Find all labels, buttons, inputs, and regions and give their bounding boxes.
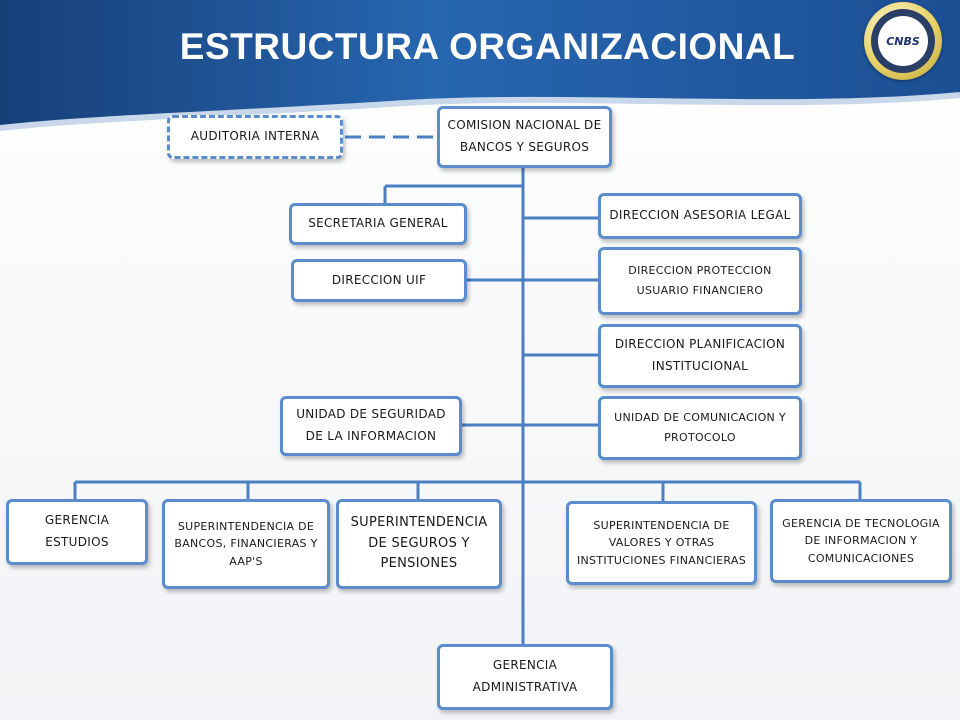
node-label: DIRECCION PROTECCION USUARIO FINANCIERO — [628, 261, 771, 301]
node-label: GERENCIA ESTUDIOS — [45, 510, 109, 553]
node-label-line: COMUNICACIONES — [807, 551, 915, 565]
node-label: DIRECCION ASESORIA LEGAL — [609, 205, 790, 227]
node-label-line: SECRETARIA GENERAL — [308, 216, 448, 231]
node-label-line: SUPERINTENDENCIA DE — [177, 519, 315, 533]
node-label-line: INSTITUCIONAL — [651, 359, 749, 373]
node-unidad-comunicacion-protocolo: UNIDAD DE COMUNICACION Y PROTOCOLO — [598, 396, 802, 460]
node-direccion-proteccion-usuario: DIRECCION PROTECCION USUARIO FINANCIERO — [598, 247, 802, 315]
node-label-line: SUPERINTENDENCIA — [350, 514, 488, 530]
node-label-line: DIRECCION UIF — [331, 272, 427, 287]
node-label-line: AAP'S — [229, 554, 263, 568]
node-direccion-asesoria-legal: DIRECCION ASESORIA LEGAL — [598, 193, 802, 239]
header-edge-highlight — [0, 92, 960, 131]
header-banner — [0, 0, 960, 128]
node-superintendencia-seguros: SUPERINTENDENCIA DE SEGUROS Y PENSIONES — [336, 499, 502, 589]
node-direccion-planificacion: DIRECCION PLANIFICACION INSTITUCIONAL — [598, 324, 802, 388]
node-label-line: DIRECCION ASESORIA LEGAL — [609, 208, 791, 223]
node-label: DIRECCION UIF — [332, 270, 426, 292]
node-label-line: GERENCIA DE TECNOLOGIA — [782, 516, 940, 530]
node-label: UNIDAD DE SEGURIDAD DE LA INFORMACION — [296, 404, 446, 447]
node-label: SUPERINTENDENCIA DE BANCOS, FINANCIERAS Y… — [174, 518, 317, 571]
node-label: SECRETARIA GENERAL — [308, 213, 448, 235]
node-label-line: PENSIONES — [380, 556, 458, 572]
node-superintendencia-bancos: SUPERINTENDENCIA DE BANCOS, FINANCIERAS Y… — [162, 499, 330, 589]
node-label-line: COMISION NACIONAL DE — [447, 118, 602, 133]
node-label: SUPERINTENDENCIA DE VALORES Y OTRAS INSTIT… — [577, 517, 746, 570]
node-label: SUPERINTENDENCIA DE SEGUROS Y PENSIONES — [351, 513, 488, 575]
node-label: DIRECCION PLANIFICACION INSTITUCIONAL — [615, 334, 785, 377]
node-label-line: DIRECCION PROTECCION — [628, 264, 772, 278]
node-unidad-seguridad-informacion: UNIDAD DE SEGURIDAD DE LA INFORMACION — [280, 396, 462, 456]
node-label-line: SUPERINTENDENCIA DE — [593, 518, 730, 532]
node-label-line: DE LA INFORMACION — [305, 429, 437, 443]
node-label-line: AUDITORIA INTERNA — [190, 129, 320, 144]
node-label-line: UNIDAD DE COMUNICACION Y — [614, 411, 786, 425]
node-label-line: DE SEGUROS Y — [368, 535, 470, 551]
node-label: UNIDAD DE COMUNICACION Y PROTOCOLO — [614, 408, 786, 448]
node-label: COMISION NACIONAL DE BANCOS Y SEGUROS — [448, 115, 602, 158]
logo-text: CNBS — [886, 34, 920, 48]
node-label: AUDITORIA INTERNA — [191, 126, 320, 148]
node-label-line: ADMINISTRATIVA — [472, 680, 578, 694]
node-superintendencia-valores: SUPERINTENDENCIA DE VALORES Y OTRAS INSTIT… — [566, 501, 757, 585]
node-label-line: USUARIO FINANCIERO — [636, 284, 764, 297]
node-label-line: DE INFORMACION Y — [804, 534, 918, 548]
node-label-line: GERENCIA — [492, 658, 558, 673]
node-secretaria-general: SECRETARIA GENERAL — [289, 203, 467, 245]
node-label-line: VALORES Y OTRAS — [608, 536, 715, 550]
node-label-line: ESTUDIOS — [45, 535, 109, 549]
page-title: ESTRUCTURA ORGANIZACIONAL — [179, 26, 796, 67]
node-label-line: GERENCIA — [44, 513, 110, 528]
node-direccion-uif: DIRECCION UIF — [291, 259, 467, 302]
node-label-line: BANCOS Y SEGUROS — [459, 140, 590, 154]
node-gerencia-estudios: GERENCIA ESTUDIOS — [6, 499, 148, 565]
node-label-line: DIRECCION PLANIFICACION — [614, 337, 786, 352]
node-label-line: INSTITUCIONES FINANCIERAS — [576, 553, 747, 567]
node-label-line: UNIDAD DE SEGURIDAD — [296, 407, 446, 422]
cnbs-seal-logo: CNBS — [864, 2, 942, 80]
node-gerencia-administrativa: GERENCIA ADMINISTRATIVA — [437, 644, 613, 710]
node-label-line: PROTOCOLO — [664, 431, 736, 444]
node-gerencia-tecnologia: GERENCIA DE TECNOLOGIA DE INFORMACION Y CO… — [770, 499, 952, 583]
node-label: GERENCIA ADMINISTRATIVA — [473, 655, 578, 698]
node-comision-nacional: COMISION NACIONAL DE BANCOS Y SEGUROS — [437, 106, 612, 168]
node-label-line: BANCOS, FINANCIERAS Y — [174, 537, 318, 551]
node-label: GERENCIA DE TECNOLOGIA DE INFORMACION Y CO… — [782, 515, 940, 568]
node-auditoria-interna: AUDITORIA INTERNA — [167, 115, 343, 159]
connector-lines — [73, 135, 862, 645]
